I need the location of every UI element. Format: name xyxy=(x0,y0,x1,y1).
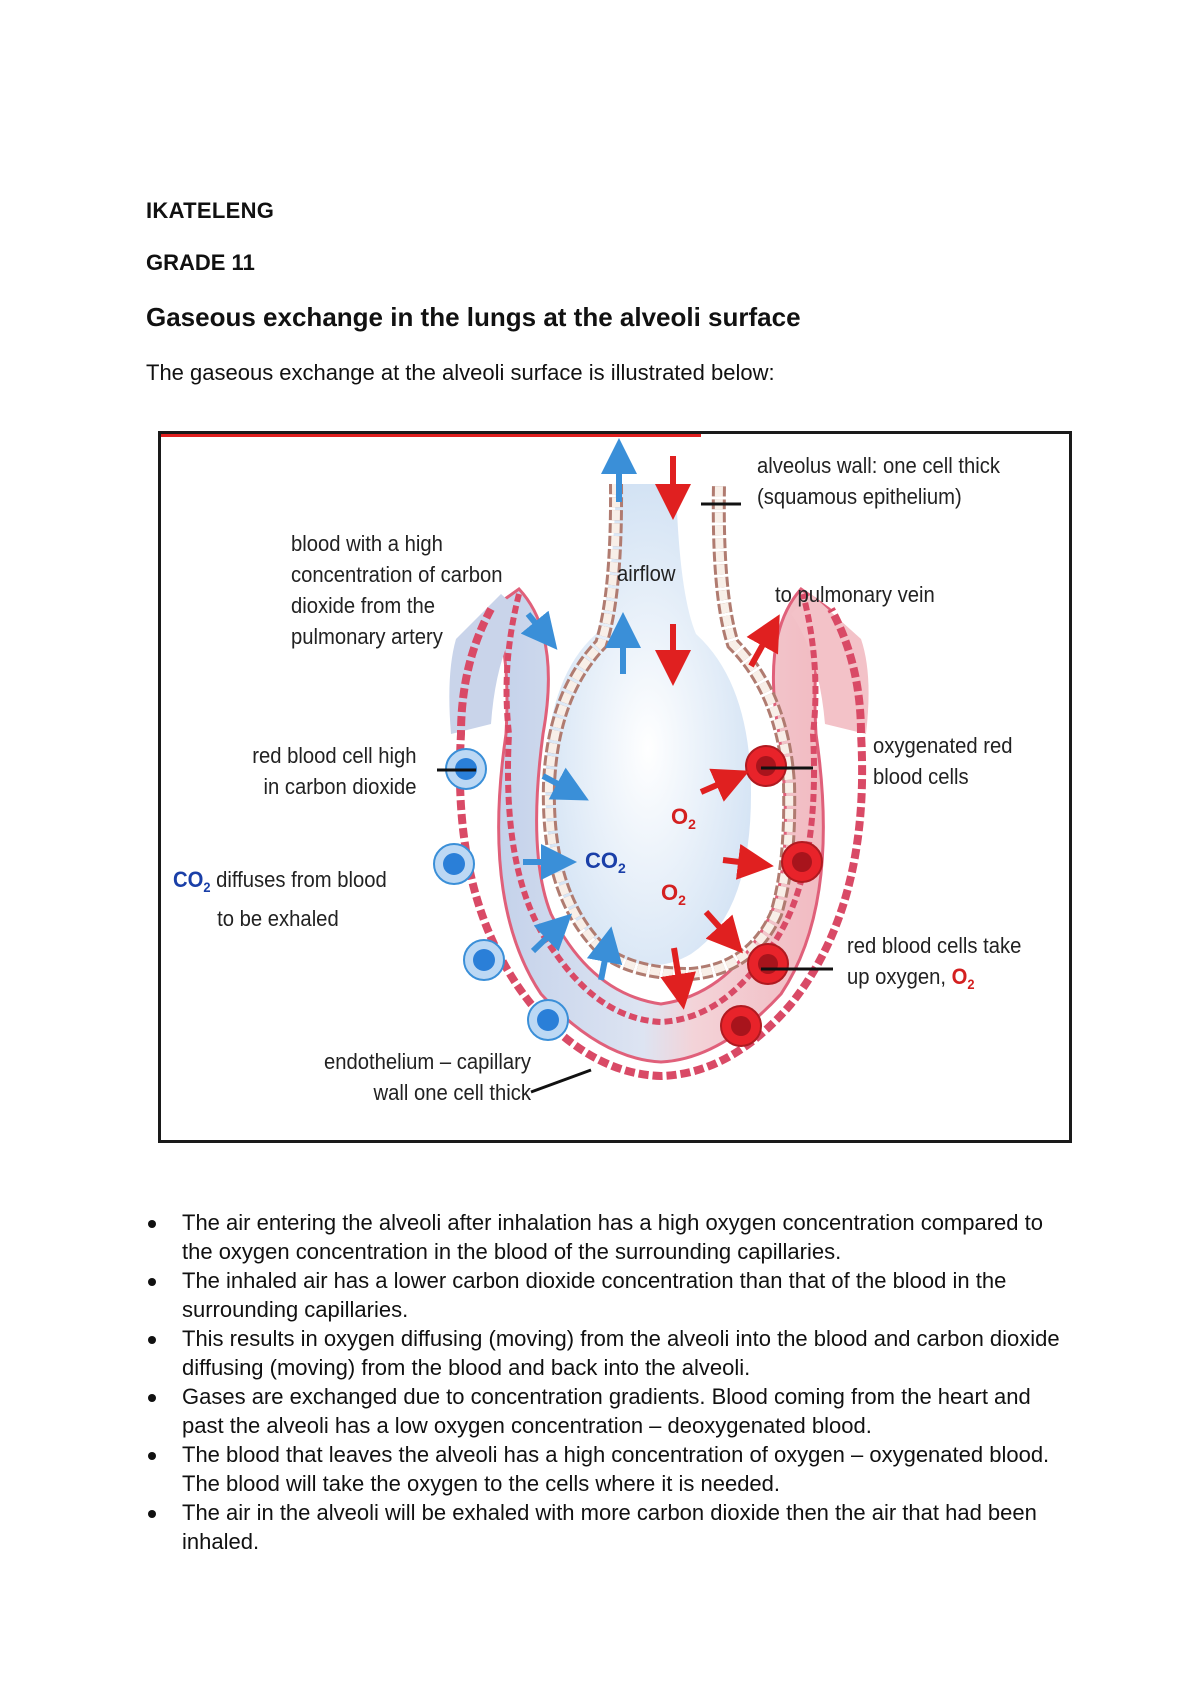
o2-inner-label-2: O2 xyxy=(661,880,686,908)
bullet-icon xyxy=(148,1220,156,1228)
bullet-icon xyxy=(148,1452,156,1460)
bullet-icon xyxy=(148,1336,156,1344)
label-rbc-high-co2: red blood cell high in carbon dioxide xyxy=(252,743,417,799)
grade-label: GRADE 11 xyxy=(146,250,255,275)
label-co2-diffuses: CO2 diffuses from blood to be exhaled xyxy=(173,867,387,931)
airflow-arrows xyxy=(601,438,691,686)
deoxygenated-red-blood-cells xyxy=(433,748,569,1041)
o2-diffusion-arrows xyxy=(161,434,780,1010)
label-oxygenated-rbc: oxygenated red blood cells xyxy=(873,733,1013,789)
label-blood-high-co2: blood with a high concentration of carbo… xyxy=(291,531,503,649)
alveolus-illustration xyxy=(161,434,869,1094)
bullet-icon xyxy=(148,1394,156,1402)
label-rbc-take-up-oxygen: red blood cells take up oxygen, O2 xyxy=(847,933,1022,992)
bullet-item: The inhaled air has a lower carbon dioxi… xyxy=(146,1266,1076,1324)
intro-text: The gaseous exchange at the alveoli surf… xyxy=(146,360,775,385)
alveolus xyxy=(545,484,751,966)
page-title: Gaseous exchange in the lungs at the alv… xyxy=(146,302,801,332)
label-endothelium: endothelium – capillary wall one cell th… xyxy=(323,1049,531,1105)
bullet-item: The air in the alveoli will be exhaled w… xyxy=(146,1498,1076,1556)
bullet-icon xyxy=(148,1510,156,1518)
label-airflow: airflow xyxy=(617,561,676,586)
bullet-item: The air entering the alveoli after inhal… xyxy=(146,1208,1076,1266)
leader-lines xyxy=(437,502,833,1094)
bullet-icon xyxy=(148,1278,156,1286)
alveolus-diagram: alveolus wall: one cell thick (squamous … xyxy=(158,431,1072,1143)
bullet-item: Gases are exchanged due to concentration… xyxy=(146,1382,1076,1440)
label-alveolus-wall: alveolus wall: one cell thick (squamous … xyxy=(757,453,1001,509)
co2-diffusion-arrows xyxy=(520,610,623,981)
school-name: IKATELENG xyxy=(146,198,275,223)
label-to-pulmonary-vein: to pulmonary vein xyxy=(775,582,935,607)
co2-inner-label: CO2 xyxy=(585,848,626,876)
bullet-item: This results in oxygen diffusing (moving… xyxy=(146,1324,1076,1382)
bullet-list: The air entering the alveoli after inhal… xyxy=(146,1208,1076,1556)
o2-inner-label-1: O2 xyxy=(671,804,696,832)
oxygenated-red-blood-cells xyxy=(720,745,823,1047)
bullet-item: The blood that leaves the alveoli has a … xyxy=(146,1440,1076,1498)
